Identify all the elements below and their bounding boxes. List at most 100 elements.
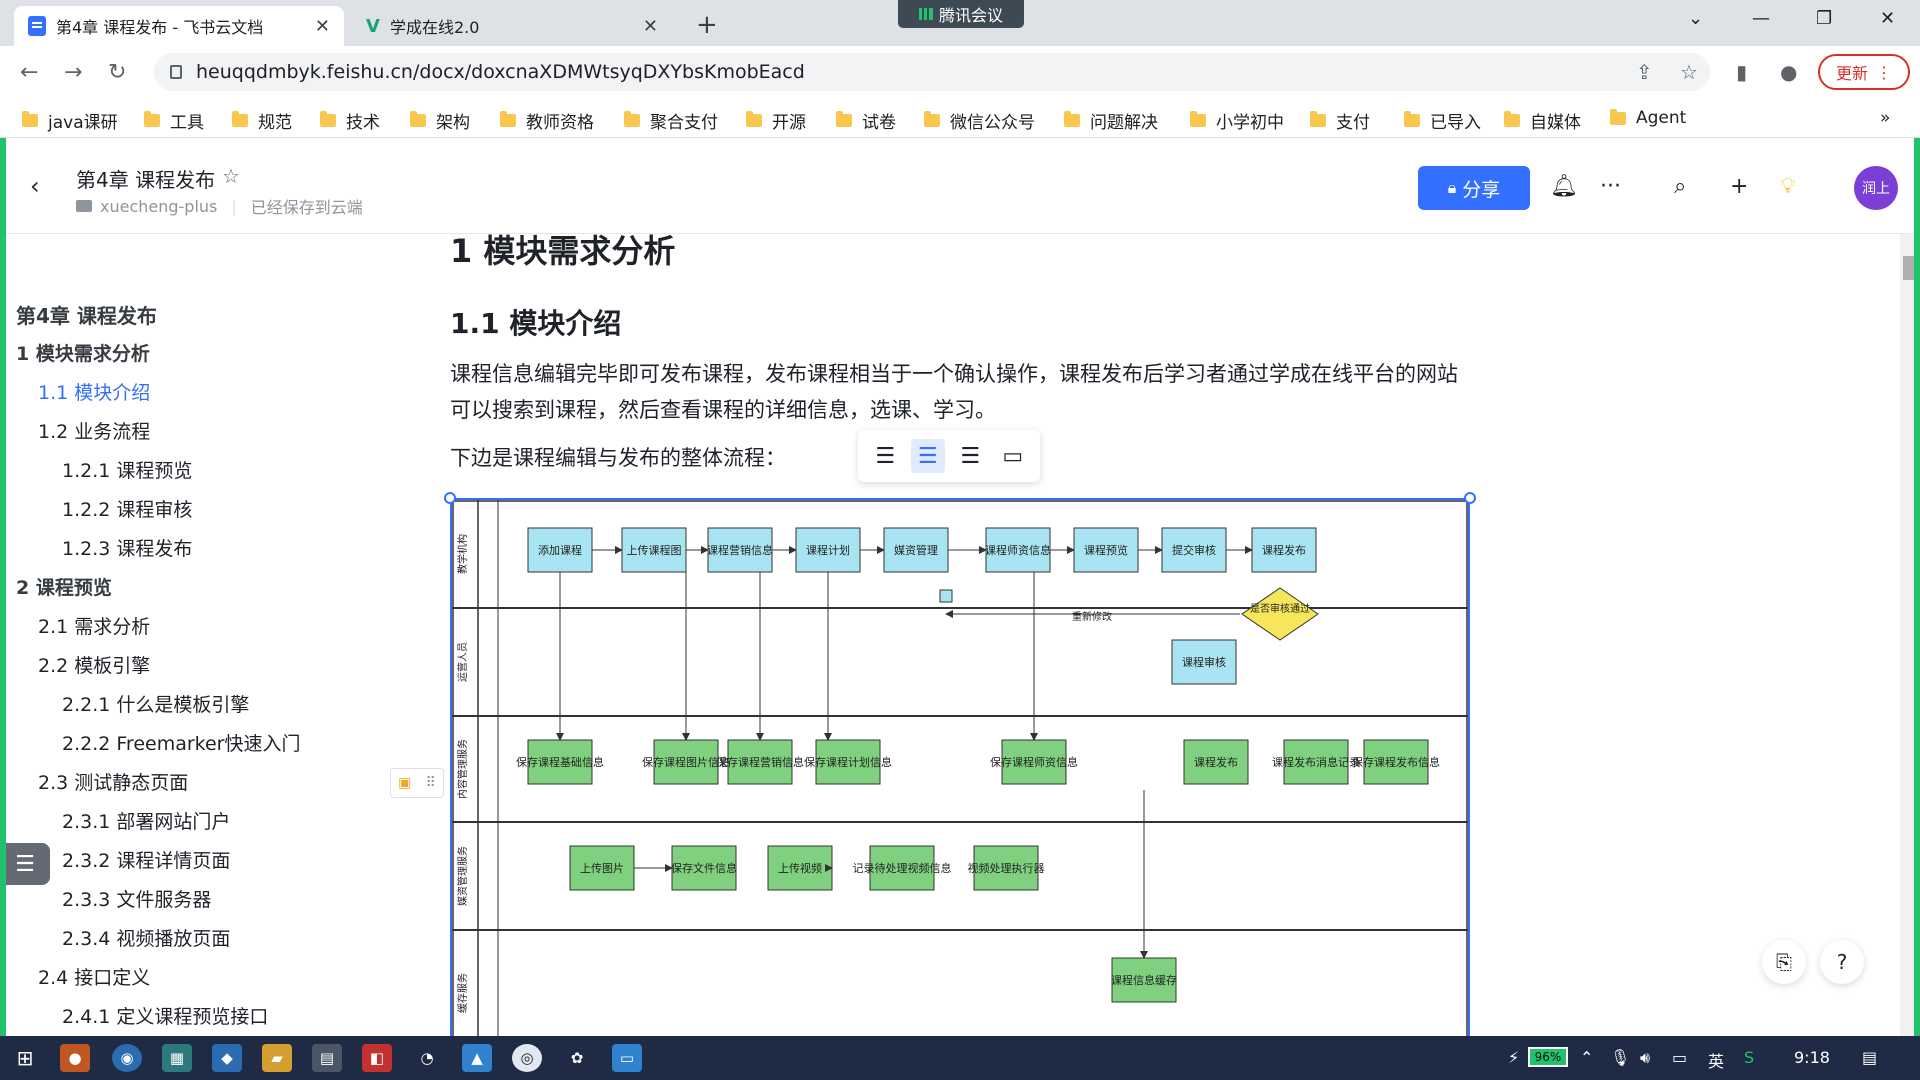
toc-toggle-icon[interactable]: ☰ [0,843,50,885]
resize-handle[interactable] [444,492,456,504]
resize-handle[interactable] [1464,492,1476,504]
more-icon[interactable]: ··· [1600,174,1621,199]
app-icon[interactable]: ◎ [512,1044,542,1072]
align-center-icon[interactable]: ☰ [910,439,945,473]
avatar[interactable]: 润上 [1854,166,1898,210]
doc-back-icon[interactable]: ‹ [30,172,40,200]
chrome-icon[interactable]: ◉ [112,1044,142,1072]
add-icon[interactable]: + [1730,174,1749,199]
new-tab-button[interactable]: + [696,10,718,40]
close-tab-icon[interactable]: ✕ [314,15,330,37]
update-button[interactable]: 更新 ⋮ [1818,54,1910,90]
toc-item[interactable]: 2.3 测试静态页面 [38,772,189,794]
share-button[interactable]: 🔒︎ 分享 [1418,166,1530,210]
toc-item[interactable]: 1.2.1 课程预览 [62,460,193,482]
flow-diagram[interactable]: ▣ ⠿ 教学机构运营人员内容管理服务媒资管理服务缓存服务添加课程上传课程图课程营… [390,492,1476,1036]
bookmarks-more-icon[interactable]: » [1880,108,1891,128]
app-icon[interactable]: ▲ [462,1044,492,1072]
ime-indicator[interactable]: 英 [1708,1052,1725,1071]
align-left-icon[interactable]: ☰ [875,443,896,469]
toc-item[interactable]: 第4章 课程发布 [16,304,157,328]
toc-item[interactable]: 1 模块需求分析 [16,343,150,365]
close-window-icon[interactable]: ✕ [1880,8,1896,29]
app-icon[interactable]: ▤ [312,1044,342,1072]
bookmark-item[interactable]: 支付 [1310,108,1370,133]
toc-item[interactable]: 2.3.1 部署网站门户 [62,811,231,833]
folder-name[interactable]: xuecheng-plus [100,196,218,216]
help-icon[interactable]: ? [1820,940,1864,984]
tab-search-icon[interactable]: ⌄ [1688,8,1704,29]
toc-item[interactable]: 1.2 业务流程 [38,421,151,443]
scroll-thumb[interactable] [1903,256,1917,280]
minimize-icon[interactable]: — [1752,8,1770,29]
toc-item[interactable]: 1.1 模块介绍 [38,382,151,404]
search-app-icon[interactable]: ● [60,1044,90,1072]
address-bar[interactable]: heuqqdmbyk.feishu.cn/docx/doxcnaXDMWtsyq… [154,53,1710,91]
bookmark-item[interactable]: 问题解决 [1064,108,1158,133]
share-page-icon[interactable]: ⇪ [1636,60,1653,84]
app-icon[interactable]: ▦ [162,1044,192,1072]
toc-item[interactable]: 2.2.1 什么是模板引擎 [62,694,250,716]
microphone-icon[interactable]: 🎙︎ [1610,1048,1631,1067]
tab-feishu-doc[interactable]: 第4章 课程发布 - 飞书云文档 ✕ [14,6,344,46]
profile-icon[interactable]: ● [1780,60,1798,84]
toc-item[interactable]: 2.2 模板引擎 [38,655,151,677]
lightbulb-icon[interactable]: 💡︎ [1780,174,1796,199]
network-icon[interactable]: ▭ [1672,1048,1688,1067]
bookmark-item[interactable]: 技术 [320,108,380,133]
comment-icon[interactable]: ▭ [1002,443,1024,469]
favorite-star-icon[interactable]: ☆ [222,164,240,188]
image-block-handle[interactable]: ▣ ⠿ [390,768,444,798]
app-icon[interactable]: ▭ [612,1044,642,1072]
align-right-icon[interactable]: ☰ [960,443,981,469]
clock[interactable]: 9:18 [1794,1048,1830,1067]
bookmark-item[interactable]: java课研 [22,108,118,133]
app-icon[interactable]: ◧ [362,1044,392,1072]
bookmark-item[interactable]: 工具 [144,108,204,133]
app-icon[interactable]: ✿ [570,1049,584,1067]
toc-item[interactable]: 1.2.2 课程审核 [62,499,193,521]
bookmark-item[interactable]: 教师资格 [500,108,594,133]
bookmark-item[interactable]: 开源 [746,108,806,133]
notification-bell-icon[interactable]: 🔔︎ [1550,174,1578,199]
toc-item[interactable]: 2.1 需求分析 [38,616,151,638]
app-icon[interactable]: ◔ [420,1049,434,1067]
side-panel-icon[interactable]: ▮ [1736,60,1748,84]
windows-start-icon[interactable]: ⊞ [16,1046,34,1070]
bookmark-item[interactable]: 聚合支付 [624,108,718,133]
battery-indicator[interactable]: 96% [1528,1047,1568,1067]
toc-item[interactable]: 2.3.4 视频播放页面 [62,928,231,950]
doc-outline-icon[interactable]: ⎘ [1762,940,1806,984]
toc-item[interactable]: 2.2.2 Freemarker快速入门 [62,733,301,755]
toc-item[interactable]: 2.4.1 定义课程预览接口 [62,1006,269,1028]
toc-item[interactable]: 2.4 接口定义 [38,967,151,989]
toc-item[interactable]: 2.3.2 课程详情页面 [62,850,231,872]
bookmark-item[interactable]: 规范 [232,108,292,133]
tencent-meeting-badge[interactable]: 腾讯会议 [898,0,1024,28]
bookmark-item[interactable]: 试卷 [836,108,896,133]
close-tab-icon[interactable]: ✕ [642,15,658,37]
toc-item[interactable]: 2.3.3 文件服务器 [62,889,212,911]
tab-xuecheng[interactable]: V 学成在线2.0 ✕ [352,6,672,46]
reload-icon[interactable]: ↻ [108,60,127,85]
toc-item[interactable]: 2 课程预览 [16,577,112,599]
bookmark-item[interactable]: 自媒体 [1504,108,1581,133]
bookmark-item[interactable]: 微信公众号 [924,108,1035,133]
doc-title[interactable]: 第4章 课程发布 [76,168,216,192]
bookmark-item[interactable]: 小学初中 [1190,108,1284,133]
volume-icon[interactable]: 🔊︎ [1640,1048,1651,1067]
toc-item[interactable]: 1.2.3 课程发布 [62,538,193,560]
forward-icon[interactable]: → [64,60,83,85]
restore-icon[interactable]: ❐ [1816,8,1833,29]
app-tray-icon[interactable]: S [1744,1048,1755,1067]
notification-center-icon[interactable]: ▤ [1862,1048,1878,1067]
bookmark-item[interactable]: Agent [1610,108,1686,128]
file-explorer-icon[interactable]: ▰ [262,1044,292,1072]
tray-expand-icon[interactable]: ⌃ [1580,1048,1594,1067]
bookmark-item[interactable]: 已导入 [1404,108,1481,133]
app-icon[interactable]: ◆ [212,1044,242,1072]
bookmark-star-icon[interactable]: ☆ [1680,60,1698,84]
bookmark-item[interactable]: 架构 [410,108,470,133]
back-icon[interactable]: ← [20,60,39,85]
power-icon[interactable]: ⚡︎ [1508,1048,1520,1067]
